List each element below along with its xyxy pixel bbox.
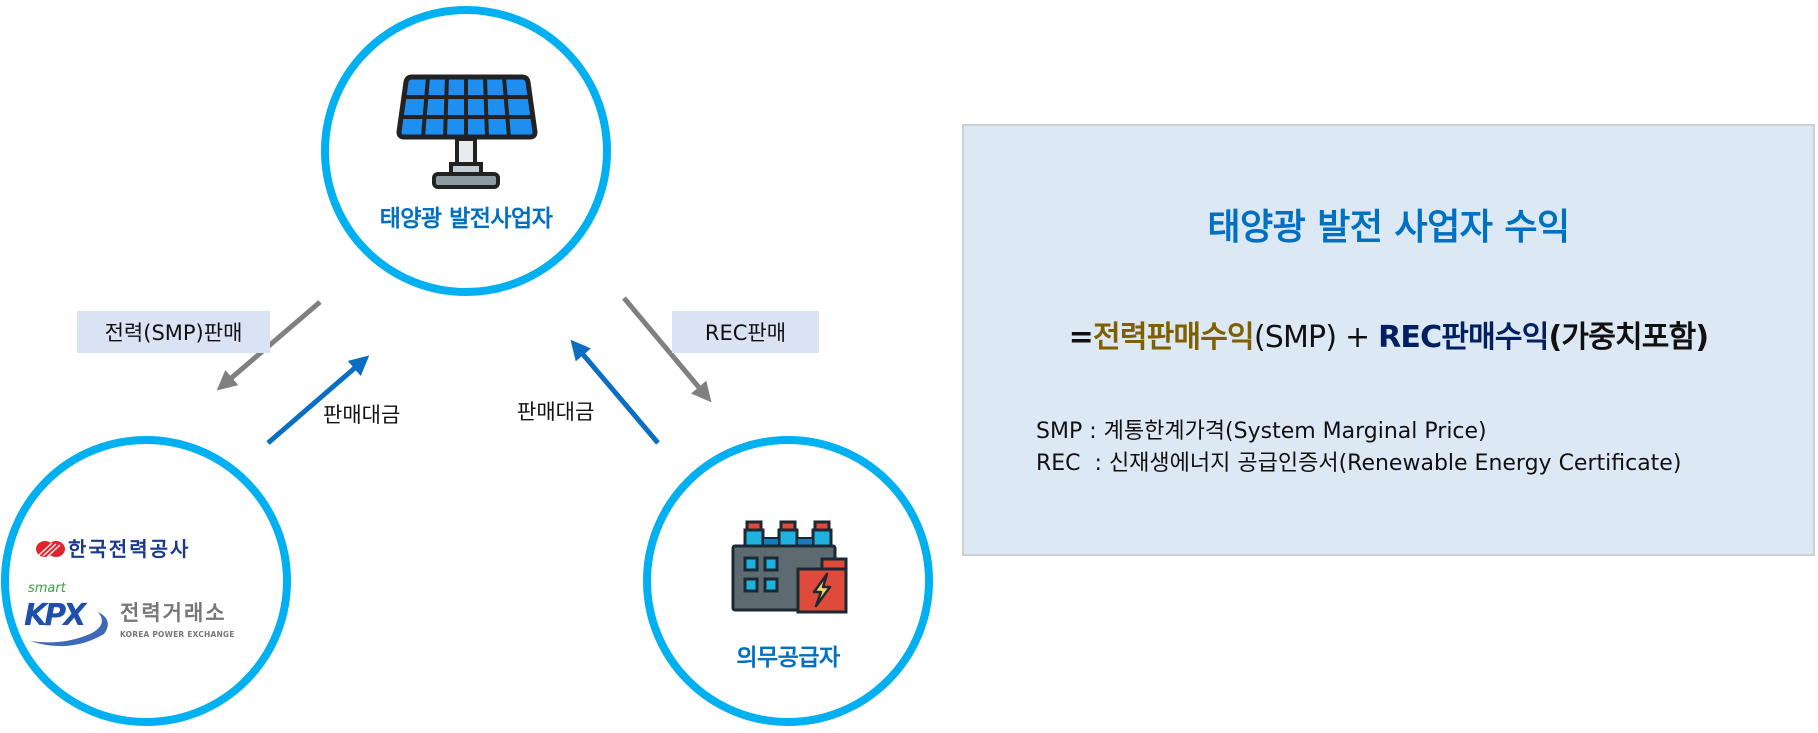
kepco-logo-text: 한국전력공사 (68, 537, 191, 561)
summary-title: 태양광 발전 사업자 수익 (1207, 207, 1570, 248)
solar-panel-icon (396, 74, 538, 189)
kpx-english-name: KOREA POWER EXCHANGE (120, 630, 235, 639)
kpx-logo-text: KPX (24, 598, 86, 633)
kpx-smart-text: smart (28, 581, 66, 596)
solar-producer-label: 태양광 발전사업자 (379, 206, 553, 232)
smp-sale-arrow (216, 300, 322, 391)
rec-payment-label: 판매대금 (517, 400, 595, 424)
rec-sale-arrow (622, 296, 712, 403)
formula-weight-suffix: (가중치포함) (1548, 320, 1710, 355)
utilities-circle (1, 436, 291, 726)
smp-payment-arrow (266, 355, 370, 445)
smp-definition: SMP : 계통한계가격(System Marginal Price) (1036, 419, 1487, 444)
kpx-korean-name: 전력거래소 (120, 601, 227, 625)
smp-payment-label: 판매대금 (323, 403, 401, 427)
formula-smp-suffix: (SMP) + (1253, 320, 1379, 355)
formula-rec-revenue: REC판매수익 (1378, 320, 1549, 355)
kpx-swoosh-icon (30, 612, 108, 647)
formula-power-revenue: 전력판매수익 (1093, 320, 1255, 355)
rec-definition: REC : 신재생에너지 공급인증서(Renewable Energy Cert… (1036, 451, 1682, 476)
revenue-summary-box: 태양광 발전 사업자 수익 =전력판매수익(SMP) + REC판매수익(가중치… (962, 124, 1815, 556)
factory-icon (731, 520, 848, 614)
formula-prefix: = (1068, 320, 1094, 355)
rec-payment-arrow (570, 339, 660, 445)
revenue-formula: =전력판매수익(SMP) + REC판매수익(가중치포함) (964, 320, 1813, 356)
rec-sale-label: REC판매 (672, 311, 819, 353)
smp-sale-label: 전력(SMP)판매 (77, 311, 270, 353)
kepco-logo-icon (36, 541, 65, 558)
obligated-supplier-label: 의무공급자 (736, 645, 840, 671)
